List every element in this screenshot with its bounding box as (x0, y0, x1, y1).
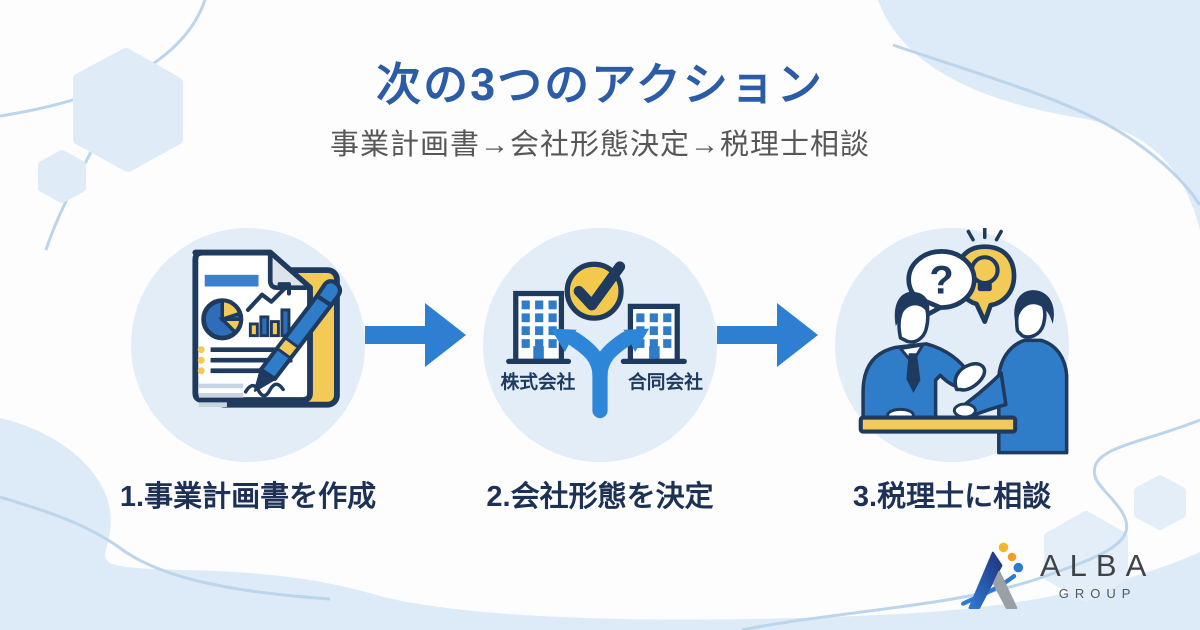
pie-chart-icon (201, 298, 244, 341)
hexagon-small (38, 150, 86, 203)
step-2-circle: 株式会社 合同会社 (483, 228, 717, 462)
question-mark: ? (929, 259, 953, 303)
company-type-choice-icon: 株式会社 合同会社 (501, 261, 703, 419)
logo-left-stroke (968, 551, 1003, 609)
logo-dot-yellow (998, 542, 1009, 553)
page-title: 次の3つのアクション (376, 59, 824, 110)
question-bubble-icon: ? (906, 249, 977, 324)
doc-header-bar (204, 274, 259, 287)
page-fold (267, 250, 313, 291)
step-2-label: 2.会社形態を決定 (486, 481, 714, 513)
logo-right-stroke (992, 570, 1018, 609)
hexagon-bottom-right-small (1134, 475, 1186, 530)
bottom-blob (0, 418, 1200, 630)
option-label-kabushiki: 株式会社 (501, 371, 576, 392)
bottom-right-curve-line (741, 418, 1200, 630)
logo-subname: GROUP (1058, 585, 1137, 601)
bar-chart-icon (245, 282, 291, 338)
tax-consultation-icon: ? (858, 228, 1069, 455)
building-left-icon (506, 290, 572, 365)
step-1-label: 1.事業計画書を作成 (119, 481, 377, 513)
client-person (952, 290, 1069, 455)
business-plan-document-icon (192, 249, 342, 408)
alba-peak-a-icon (961, 542, 1024, 609)
top-right-curve-line (892, 43, 1200, 206)
bottom-left-curve-line (0, 495, 331, 601)
subtitle: 事業計画書→会社形態決定→税理士相談 (329, 129, 870, 161)
logo-dot-orange (1007, 552, 1017, 562)
advisor-person (861, 291, 987, 423)
company-logo: ALBA GROUP (960, 540, 1155, 610)
step-3-label: 3.税理士に相談 (852, 481, 1052, 513)
step-1-circle (131, 228, 365, 462)
signature-squiggle (243, 382, 285, 398)
logo-name: ALBA (1040, 547, 1156, 583)
table (858, 415, 1018, 434)
step-3-circle: ? (835, 228, 1069, 462)
right-arrow-icon (717, 303, 818, 367)
top-right-blob (878, 0, 1200, 230)
hexagon-large (73, 48, 183, 172)
option-label-godo: 合同会社 (628, 371, 703, 392)
pen-icon (253, 279, 342, 392)
logo-dot-blue (1013, 562, 1024, 573)
branch-arrow-icon (550, 328, 650, 419)
check-badge-icon (564, 261, 626, 321)
right-arrow-icon (365, 303, 466, 367)
